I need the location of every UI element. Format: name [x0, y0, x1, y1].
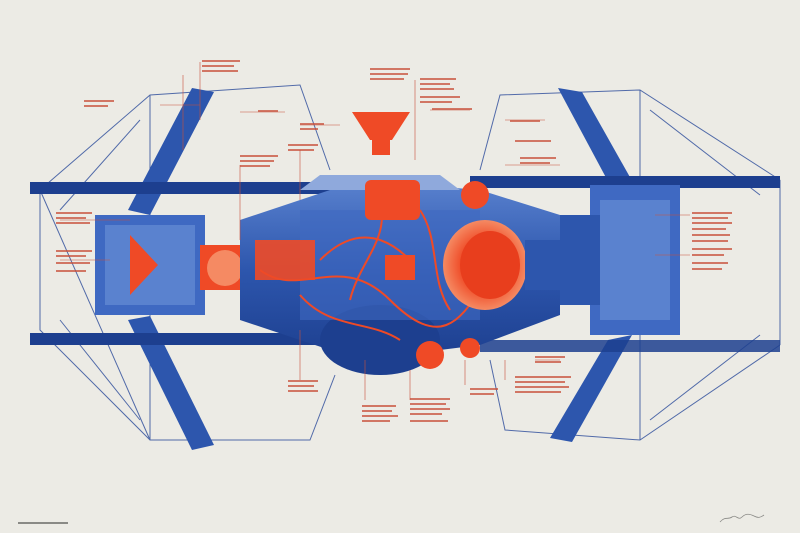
main-nozzle — [443, 220, 570, 310]
annotation-text-blocks — [56, 60, 732, 422]
orange-pipes — [259, 199, 481, 341]
signature-mark — [719, 513, 765, 523]
wing-spars — [30, 88, 780, 450]
top-funnel — [352, 112, 410, 155]
left-engine-pod — [95, 215, 243, 315]
footer-marks — [18, 522, 68, 524]
